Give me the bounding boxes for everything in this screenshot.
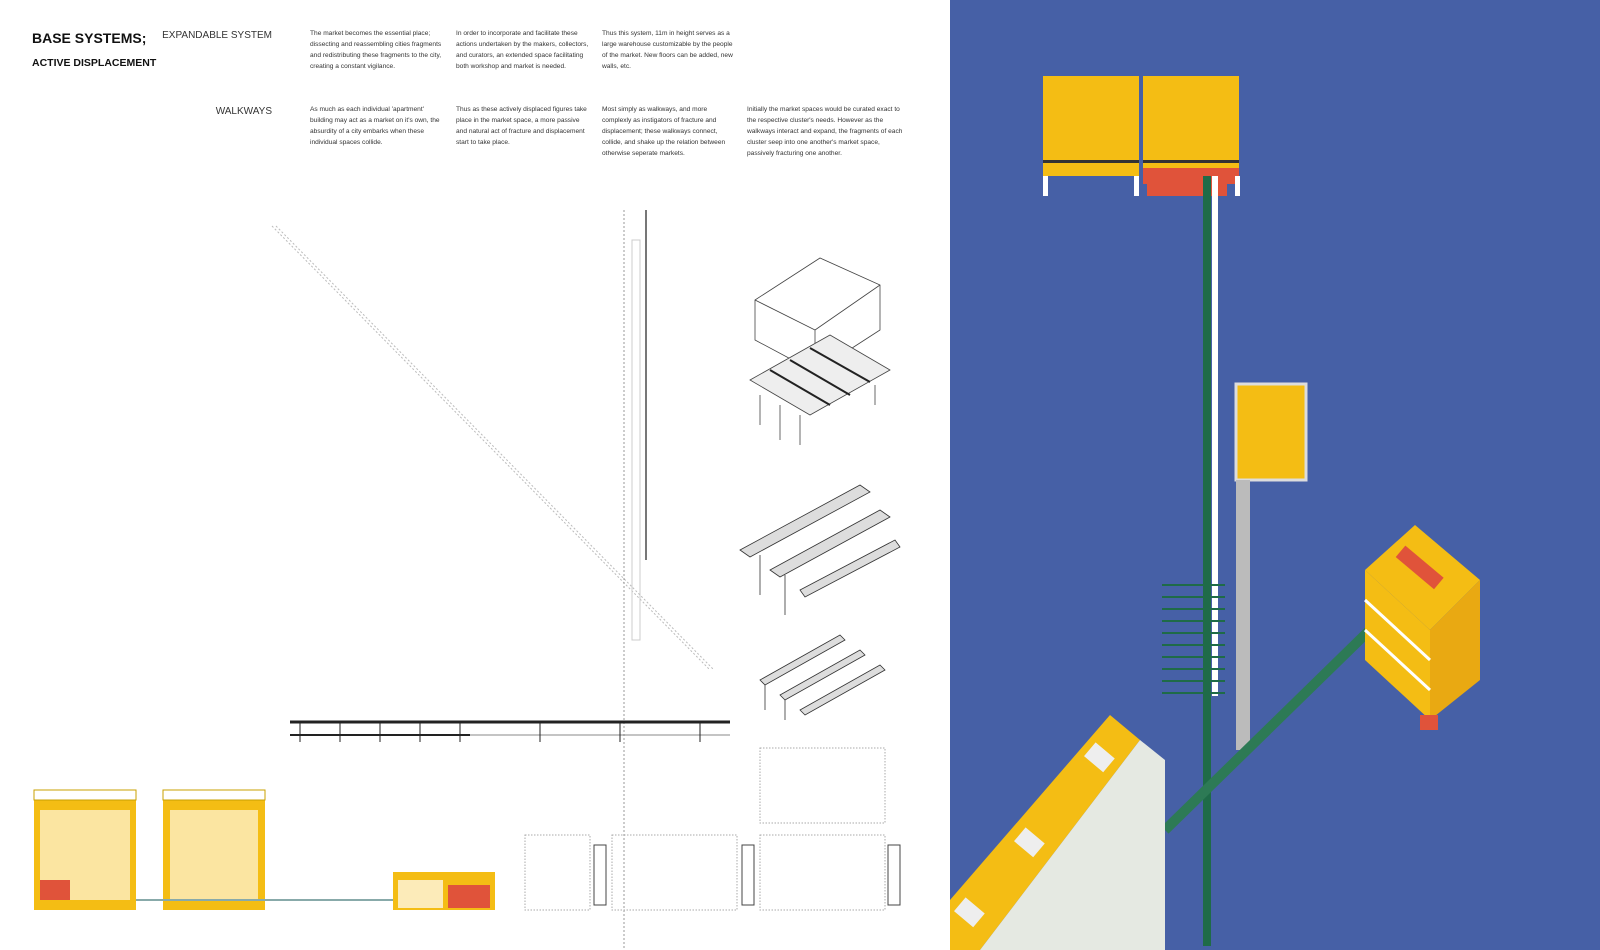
paragraph: The market becomes the essential place; … xyxy=(310,30,442,70)
yellow-tower xyxy=(1234,382,1308,750)
isometric-render-panel xyxy=(950,0,1600,950)
paragraph: As much as each individual 'apartment' b… xyxy=(310,106,440,146)
paragraph: Thus this system, 11m in height serves a… xyxy=(602,30,733,70)
stacked-market-building xyxy=(1363,525,1480,730)
stair-details xyxy=(593,844,901,906)
paragraph: In order to incorporate and facilitate t… xyxy=(456,30,589,70)
paragraph: Most simply as walkways, and more comple… xyxy=(602,106,726,157)
isometric-render xyxy=(950,76,1480,950)
paragraph: Initially the market spaces would be cur… xyxy=(747,106,903,157)
vertical-walkway xyxy=(1203,176,1218,946)
section-label-expandable-system: EXPANDABLE SYSTEM xyxy=(162,30,272,41)
green-stair-rungs xyxy=(1162,584,1225,694)
section-label-walkways: WALKWAYS xyxy=(215,106,272,117)
exploded-beams xyxy=(739,484,901,720)
diagonal-walkway-line xyxy=(271,225,715,671)
isometric-frame-module xyxy=(749,257,891,445)
page-subtitle: ACTIVE DISPLACEMENT xyxy=(32,57,157,69)
page-title: BASE SYSTEMS; xyxy=(32,30,147,46)
elevation-building-3 xyxy=(393,872,495,910)
paragraph: Thus as these actively displaced figures… xyxy=(456,106,587,146)
elevation-building-1 xyxy=(33,789,137,910)
vertical-walkway-line xyxy=(623,210,647,950)
horizontal-truss xyxy=(290,720,730,742)
elevated-market-blocks xyxy=(1043,76,1240,196)
long-slab-building xyxy=(950,715,1165,950)
section-outlines xyxy=(524,747,886,911)
elevation-building-2 xyxy=(162,789,266,910)
diagonal-walkway xyxy=(1161,616,1384,834)
line-drawings xyxy=(33,210,901,950)
